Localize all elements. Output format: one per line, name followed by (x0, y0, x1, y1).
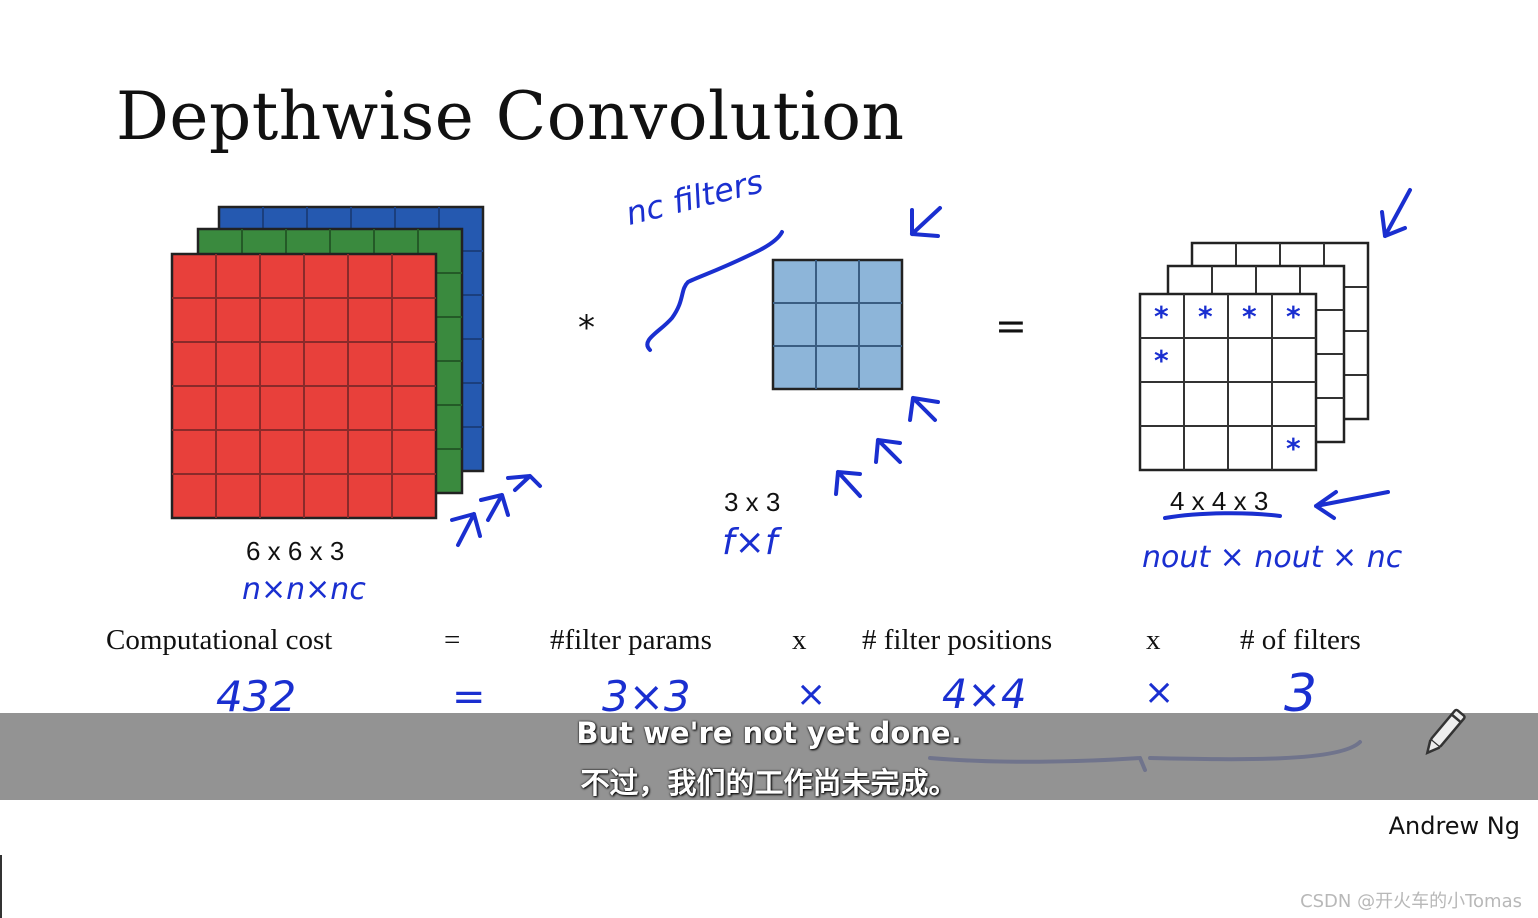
output-mark: * (1198, 300, 1213, 333)
cost-times-1: x (792, 624, 807, 656)
output-dims: 4 x 4 x 3 (1170, 486, 1269, 516)
author-credit: Andrew Ng (1388, 812, 1520, 840)
filter-grid (771, 258, 904, 391)
output-volume: * * * * * * (1138, 241, 1370, 472)
output-mark: * (1242, 300, 1257, 333)
left-edge-mark (0, 855, 2, 918)
cost-times-2: x (1146, 624, 1161, 656)
filter-handwritten: f×f (722, 522, 778, 563)
input-handwritten: n×n×nc (242, 572, 366, 607)
value-filter-positions: 4×4 (942, 672, 1027, 718)
input-dims: 6 x 6 x 3 (246, 536, 345, 566)
convolve-operator: * (578, 308, 595, 348)
subtitle-english: But we're not yet done. (576, 716, 962, 750)
watermark: CSDN @开火车的小Tomas (1300, 891, 1522, 912)
slide-title: Depthwise Convolution (116, 78, 905, 155)
cost-label: Computational cost (106, 624, 333, 656)
cost-term-num-filters: # of filters (1240, 624, 1361, 656)
value-equals: = (452, 674, 486, 720)
subtitle-chinese: 不过，我们的工作尚未完成。 (580, 766, 958, 800)
filter-dims: 3 x 3 (724, 487, 781, 517)
output-mark: * (1286, 432, 1301, 465)
cost-term-filter-params: #filter params (550, 624, 712, 656)
cost-equals: = (444, 624, 461, 656)
input-channel-red (170, 252, 438, 520)
output-mark: * (1286, 300, 1301, 333)
equals-operator: = (995, 304, 1027, 348)
value-times-1: × (796, 674, 827, 715)
output-handwritten: nout × nout × nc (1142, 540, 1403, 575)
value-total: 432 (216, 672, 297, 721)
filter-3x3 (771, 258, 904, 391)
cost-term-filter-positions: # filter positions (862, 624, 1053, 656)
output-mark: * (1154, 344, 1169, 377)
subtitle-bar (0, 713, 1538, 800)
output-channel-1 (1138, 292, 1318, 472)
input-volume (170, 205, 485, 520)
output-mark: * (1154, 300, 1169, 333)
value-filter-params: 3×3 (602, 672, 691, 721)
value-times-2: × (1144, 672, 1175, 713)
